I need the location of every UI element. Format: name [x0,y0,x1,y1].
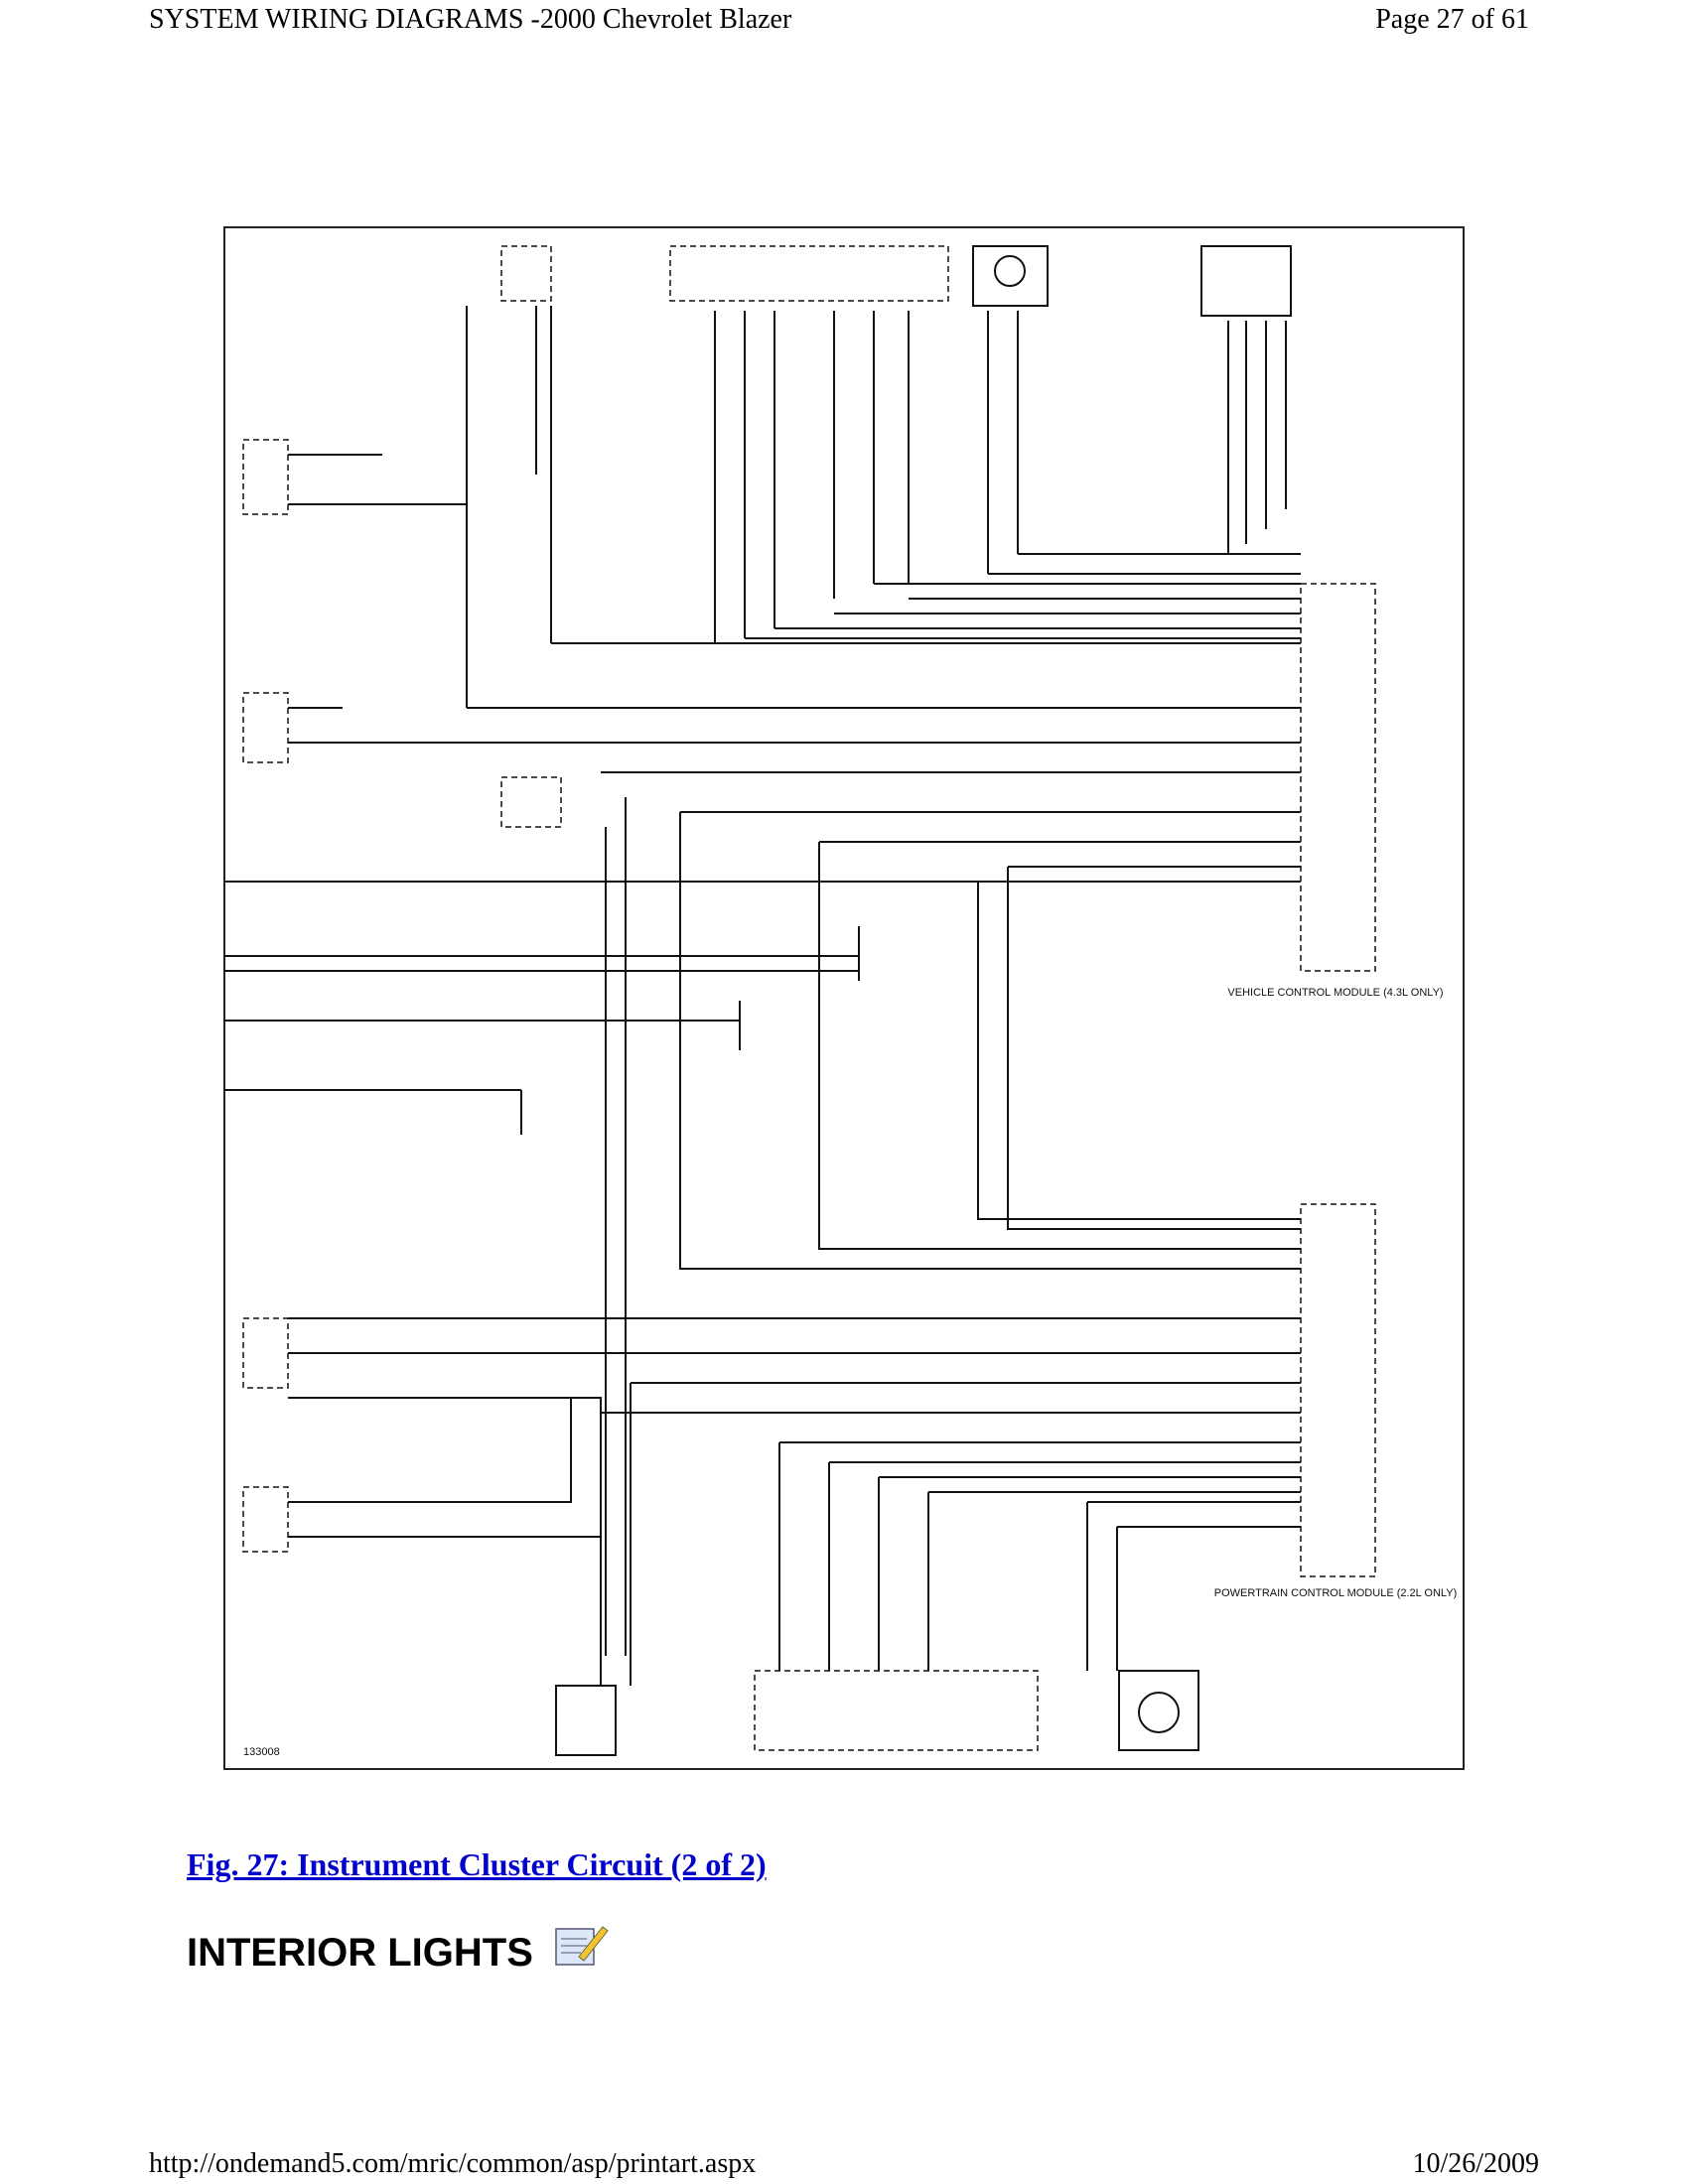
vss-bottom-symbol [1138,1692,1180,1733]
page-number: Page 27 of 61 [1375,4,1529,35]
fuel-sensor-box-1 [242,692,289,763]
pnp-switch-bottom-box [754,1670,1039,1751]
footer-date: 10/26/2009 [1412,2148,1539,2179]
coolant-sensor-bottom-box [555,1685,617,1756]
edit-note-icon[interactable] [551,1921,611,1971]
pnp-switch-top-box [669,245,949,302]
pcm-outline [1300,1203,1376,1577]
footer-url: http://ondemand5.com/mric/common/asp/pri… [149,2148,757,2179]
vss-top-symbol [994,255,1026,287]
vss-top-box [972,245,1049,307]
vcm-outline [1300,583,1376,972]
figure-caption-link[interactable]: Fig. 27: Instrument Cluster Circuit (2 o… [187,1846,767,1882]
page-header-title: SYSTEM WIRING DIAGRAMS -2000 Chevrolet B… [149,4,792,35]
splice-pack-center-box [500,776,562,828]
pcm-label: POWERTRAIN CONTROL MODULE (2.2L ONLY) [1214,1587,1457,1599]
vcm-label: VEHICLE CONTROL MODULE (4.3L ONLY) [1227,987,1443,999]
section-title: INTERIOR LIGHTS [187,1931,533,1975]
diagram-frame [223,226,1465,1770]
splice-pack-box-1 [242,439,289,515]
diagram-figure-number: 133008 [243,1746,280,1758]
coolant-sensor-top-box [500,245,552,302]
wiring-diagram: VEHICLE CONTROL MODULE (4.3L ONLY) POWER… [223,226,1465,1770]
splice-pack-box-2 [242,1486,289,1553]
c116-connector-box [1200,245,1292,317]
vss-bottom-box [1118,1670,1199,1751]
